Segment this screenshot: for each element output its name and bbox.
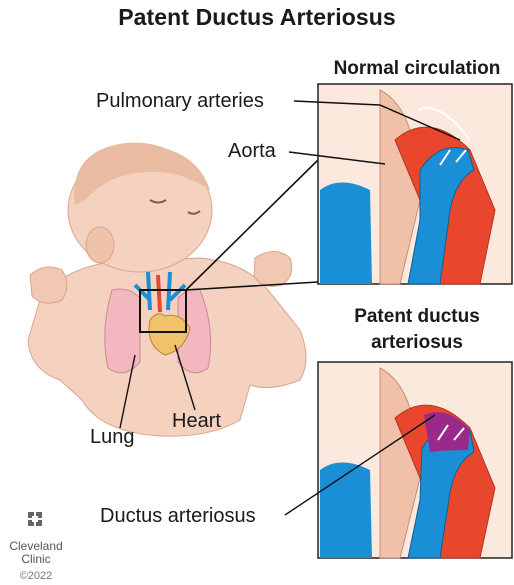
infant-illustration xyxy=(28,143,306,437)
normal-circulation-heading: Normal circulation xyxy=(322,58,512,80)
copyright-text: ©2022 xyxy=(6,570,66,582)
left-lung xyxy=(105,289,140,373)
normal-circulation-panel xyxy=(318,84,512,284)
label-lung: Lung xyxy=(90,426,135,449)
brand-line2: Clinic xyxy=(6,553,66,566)
cleveland-clinic-logo-icon xyxy=(28,512,42,526)
pda-panel xyxy=(318,362,512,558)
brand-name: Cleveland Clinic xyxy=(6,540,66,566)
label-pulmonary-arteries: Pulmonary arteries xyxy=(96,90,264,113)
pda-heading-line1: Patent ductus xyxy=(322,306,512,328)
pda-heading-line2: arteriosus xyxy=(322,332,512,354)
label-ductus-arteriosus: Ductus arteriosus xyxy=(100,505,256,528)
label-heart: Heart xyxy=(172,410,221,433)
page-title: Patent Ductus Arteriosus xyxy=(0,4,514,31)
label-aorta: Aorta xyxy=(228,140,276,163)
